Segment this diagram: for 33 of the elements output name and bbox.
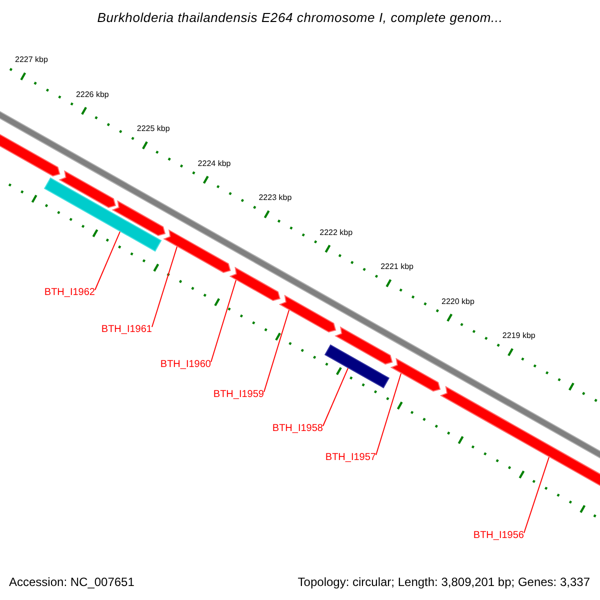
gene-block bbox=[324, 344, 390, 388]
scale-label: 2219 kbp bbox=[502, 332, 536, 340]
scale-label: 2225 kbp bbox=[136, 125, 170, 134]
gene-label: BTH_I1961 bbox=[101, 325, 152, 335]
gene-label: BTH_I1956 bbox=[473, 531, 524, 541]
gene-block bbox=[163, 229, 231, 273]
gene-block bbox=[334, 326, 393, 365]
leader-line bbox=[264, 310, 290, 392]
scale-label: 2227 kbp bbox=[15, 56, 48, 64]
scale-label: 2221 kbp bbox=[380, 263, 414, 272]
gene-block bbox=[390, 358, 441, 392]
scale-label: 2226 kbp bbox=[76, 90, 109, 99]
scale-label: 2223 kbp bbox=[258, 194, 292, 202]
gene-block bbox=[44, 177, 162, 252]
leader-line bbox=[376, 373, 402, 456]
gene-block bbox=[278, 294, 336, 333]
scale-label: 2222 kbp bbox=[320, 228, 353, 237]
leader-line bbox=[524, 456, 550, 534]
scale-label: 2224 kbp bbox=[198, 160, 231, 168]
scale-label: 2220 kbp bbox=[442, 298, 474, 306]
gene-block bbox=[112, 200, 166, 236]
footer-text: Topology: circular; Length: 3,809,201 bp; Genes: 3,337 bbox=[298, 576, 590, 588]
gene-label: BTH_I1960 bbox=[160, 360, 211, 370]
gene-block bbox=[58, 170, 116, 208]
footer-text: Accession: NC_007651 bbox=[9, 576, 134, 588]
gene-label: BTH_I1957 bbox=[325, 453, 376, 463]
leader-line bbox=[210, 280, 236, 362]
gene-label: BTH_I1958 bbox=[272, 424, 323, 434]
gene-label: BTH_I1959 bbox=[213, 390, 264, 400]
gene-label: BTH_I1962 bbox=[44, 288, 95, 298]
gene-block bbox=[229, 266, 280, 302]
diagram-title: Burkholderia thailandensis E264 chromosome I, complete genom... bbox=[97, 11, 503, 24]
leader-line bbox=[152, 246, 178, 328]
